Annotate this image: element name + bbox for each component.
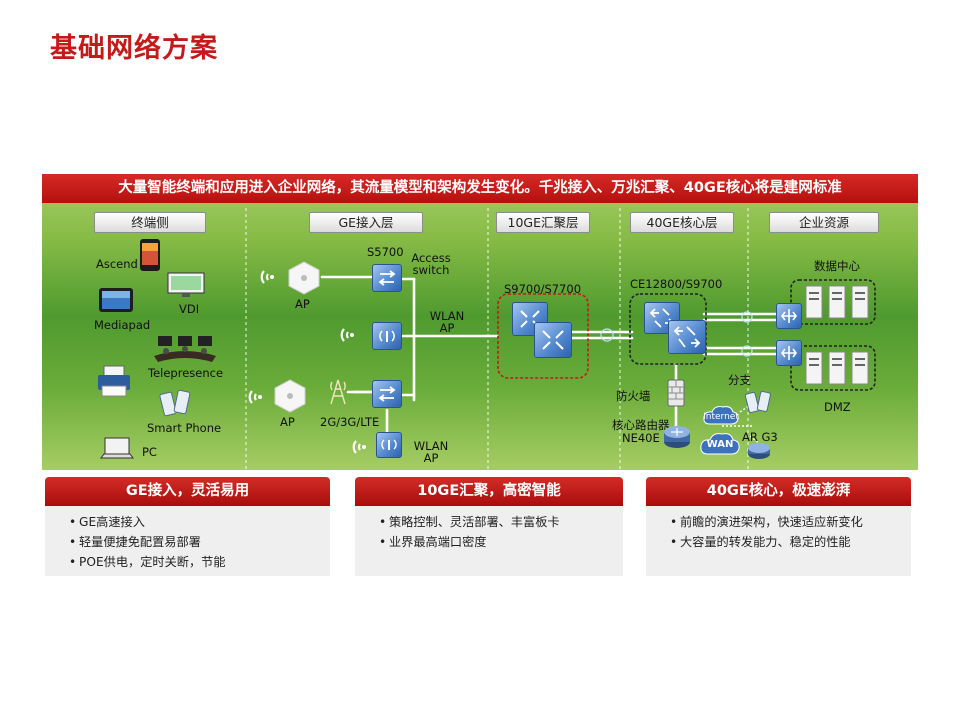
wlan-ap-bottom-icon — [376, 432, 402, 458]
wifi-signal-icon — [248, 390, 262, 404]
card-40ge-core-title: 40GE核心，极速澎湃 — [646, 477, 911, 506]
card-ge-access-item: 轻量便捷免配置易部署 — [69, 532, 330, 552]
card-40ge-core-body: 前瞻的演进架构，快速适应新变化 大容量的转发能力、稳定的性能 — [646, 506, 911, 576]
ar-label: AR G3 — [742, 430, 778, 444]
card-40ge-core-item: 大容量的转发能力、稳定的性能 — [670, 532, 911, 552]
ap-bottom-label: AP — [280, 415, 295, 429]
wlan-ap-top-label-line2: AP — [439, 321, 455, 335]
datacenter-servers-icon — [805, 285, 869, 319]
branch-label: 分支 — [728, 373, 751, 387]
wlan-ap-bottom-label-line2: AP — [423, 451, 439, 465]
section-header-40ge-core: 40GE核心层 — [630, 212, 734, 233]
ascend-label: Ascend — [96, 257, 138, 271]
ap-bottom-icon — [274, 379, 306, 413]
card-10ge-aggregation-item: 业界最高端口密度 — [379, 532, 623, 552]
access-switch-label-line1: Access — [411, 251, 451, 265]
core-router-label-line2: NE40E — [622, 431, 660, 445]
cellular-label: 2G/3G/LTE — [320, 415, 380, 429]
dmz-label: DMZ — [824, 400, 851, 414]
wlan-ap-top-icon — [372, 322, 402, 350]
card-ge-access-item: GE高速接入 — [69, 512, 330, 532]
card-10ge-aggregation-body: 策略控制、灵活部署、丰富板卡 业界最高端口密度 — [355, 506, 623, 576]
card-ge-access-item: POE供电，定时关断，节能 — [69, 552, 330, 572]
core-router-label-line1: 核心路由器 — [612, 418, 670, 432]
mediapad-tablet-icon — [99, 288, 133, 312]
wifi-signal-icon — [260, 270, 274, 284]
card-10ge-aggregation-title: 10GE汇聚，高密智能 — [355, 477, 623, 506]
wifi-signal-icon — [352, 440, 366, 454]
dmz-servers-icon — [805, 351, 869, 385]
wlan-ap-bottom-label-line1: WLAN — [413, 439, 449, 453]
pc-label: PC — [142, 445, 157, 459]
dmz-switch-icon — [776, 340, 802, 366]
s5700-switch-icon — [372, 264, 402, 292]
access-switch-bottom-icon — [372, 380, 402, 408]
dc-switch-icon — [776, 303, 802, 329]
cellular-tower-icon — [330, 379, 346, 405]
page-title: 基础网络方案 — [50, 33, 218, 64]
ap-top-icon — [288, 261, 320, 295]
core-router-icon — [664, 426, 690, 448]
ap-top-label: AP — [295, 297, 310, 311]
vdi-label: VDI — [179, 302, 200, 316]
datacenter-label: 数据中心 — [814, 259, 860, 273]
internet-cloud-icon — [703, 406, 739, 425]
network-diagram-panel: 大量智能终端和应用进入企业网络，其流量模型和架构发生变化。千兆接入、万兆汇聚、4… — [42, 174, 918, 470]
card-ge-access-body: GE高速接入 轻量便捷免配置易部署 POE供电，定时关断，节能 — [45, 506, 330, 576]
ascend-phone-icon — [140, 239, 160, 271]
wlan-ap-top-label-line1: WLAN — [429, 309, 465, 323]
printer-icon — [98, 365, 130, 397]
telepresence-label: Telepresence — [148, 366, 224, 380]
core-switch-icon — [668, 320, 706, 354]
wan-label: WAN — [706, 439, 734, 450]
smart-phone-label: Smart Phone — [147, 421, 222, 435]
card-ge-access-title: GE接入，灵活易用 — [45, 477, 330, 506]
access-switch-label-line2: switch — [412, 263, 450, 277]
telepresence-icon — [154, 336, 216, 362]
branch-phone-icon — [744, 391, 771, 413]
smart-phone-icon — [159, 389, 191, 417]
card-10ge-aggregation-item: 策略控制、灵活部署、丰富板卡 — [379, 512, 623, 532]
firewall-icon — [667, 379, 685, 407]
wifi-signal-icon — [340, 328, 354, 342]
s5700-label: S5700 — [367, 245, 404, 259]
s9700-label: S9700/S7700 — [504, 282, 582, 296]
pc-laptop-icon — [100, 437, 134, 459]
banner: 大量智能终端和应用进入企业网络，其流量模型和架构发生变化。千兆接入、万兆汇聚、4… — [42, 174, 918, 203]
ar-router-icon — [748, 443, 770, 459]
card-40ge-core-item: 前瞻的演进架构，快速适应新变化 — [670, 512, 911, 532]
vdi-monitor-icon — [167, 272, 205, 297]
firewall-label: 防火墙 — [616, 389, 651, 403]
section-header-terminal: 终端侧 — [94, 212, 206, 233]
mediapad-label: Mediapad — [94, 318, 151, 332]
internet-label: Internet — [703, 412, 739, 422]
section-header-ge-access: GE接入层 — [309, 212, 423, 233]
ce12800-label: CE12800/S9700 — [630, 277, 723, 291]
section-header-10ge-aggregation: 10GE汇聚层 — [496, 212, 590, 233]
connection-lines — [245, 208, 876, 470]
aggregation-switch-icon — [534, 322, 572, 358]
wan-cloud-icon — [700, 433, 740, 455]
section-header-enterprise-resources: 企业资源 — [769, 212, 879, 233]
